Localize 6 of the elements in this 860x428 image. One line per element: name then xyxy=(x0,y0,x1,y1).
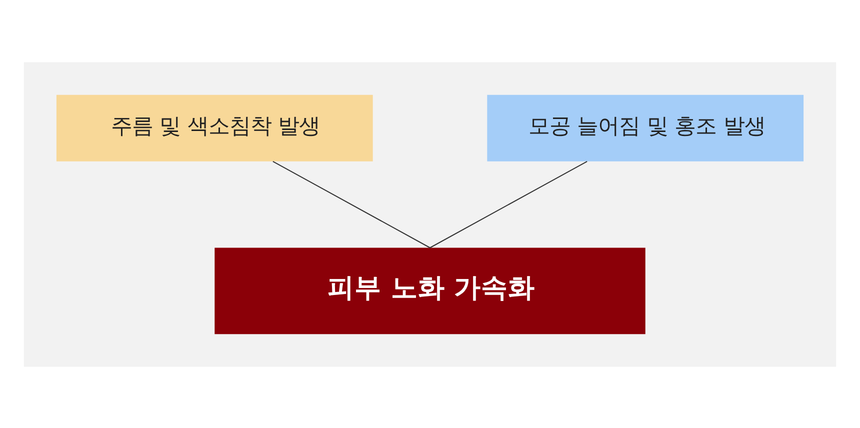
node-box: 주름 및 색소침착 발생 xyxy=(56,94,373,161)
cluster xyxy=(24,62,836,366)
node-box: 피부 노화 가속화 xyxy=(214,247,646,334)
node-box: 모공 늘어짐 및 홍조 발생 xyxy=(487,94,804,161)
connector xyxy=(430,160,588,248)
connector xyxy=(272,160,430,248)
